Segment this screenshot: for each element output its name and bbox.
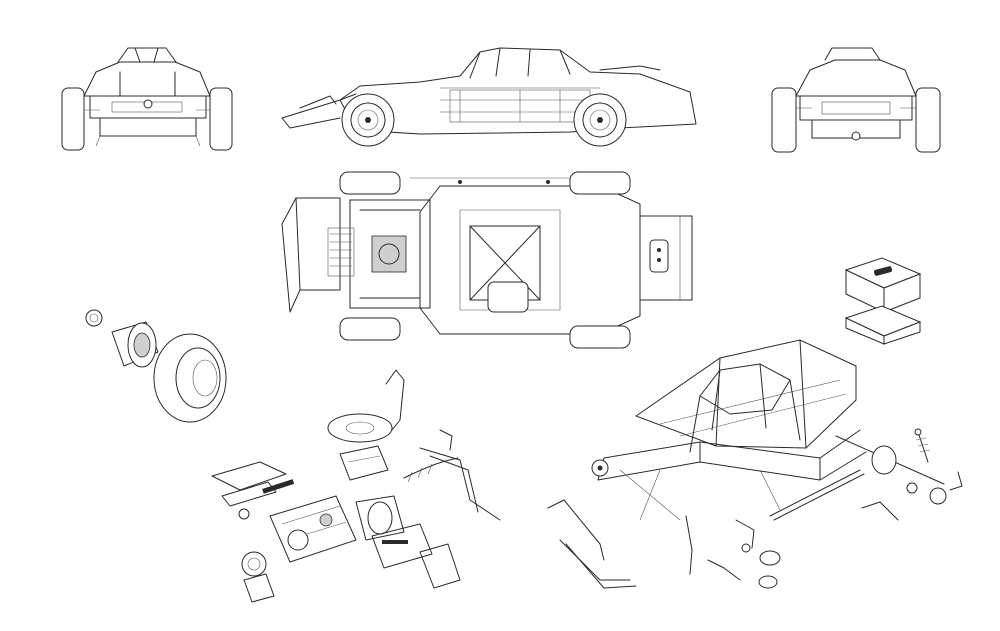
side-front-wheel xyxy=(341,93,395,147)
side-view xyxy=(281,47,697,147)
wheel-exploded xyxy=(85,309,227,423)
front-view xyxy=(61,47,233,151)
side-rear-wheel xyxy=(573,93,627,147)
top-view xyxy=(281,171,693,349)
accessory-boxes xyxy=(844,257,922,345)
chassis-isometric xyxy=(547,339,963,589)
engine-exploded xyxy=(211,369,501,603)
rear-view xyxy=(771,47,941,153)
